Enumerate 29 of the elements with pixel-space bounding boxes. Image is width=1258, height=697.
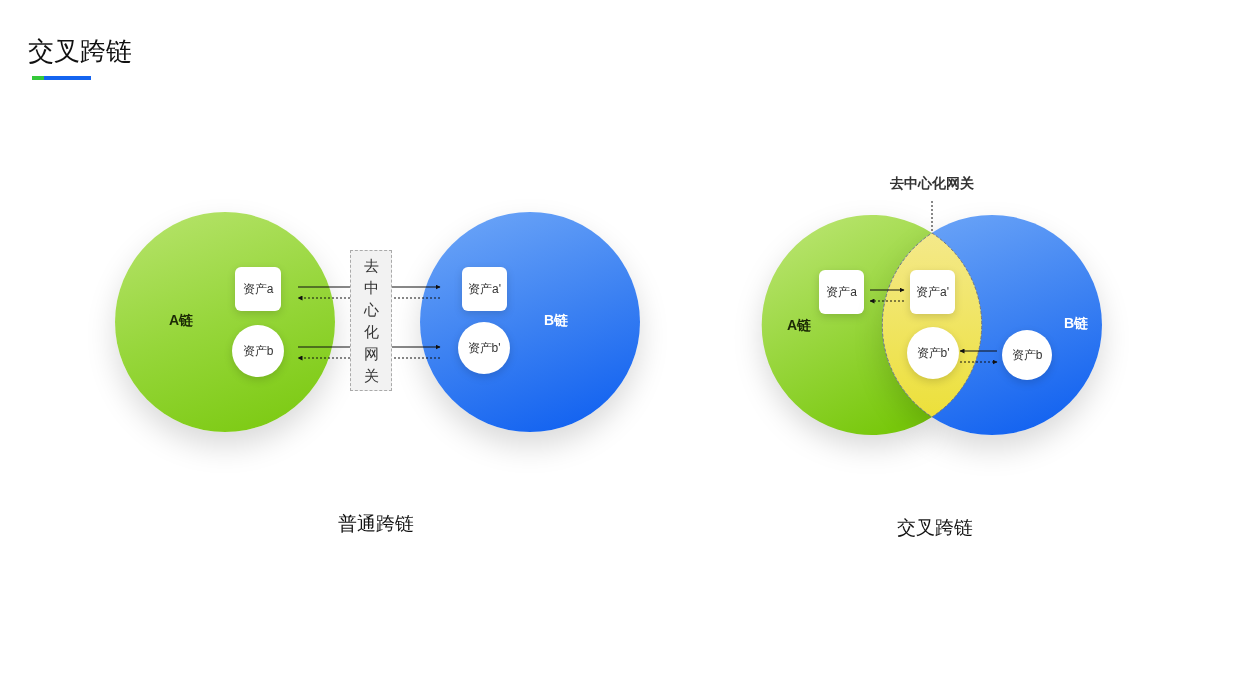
gateway-heading: 去中心化网关: [890, 175, 974, 193]
diagram-caption: 交叉跨链: [897, 516, 973, 540]
asset-box: 资产a': [910, 270, 955, 314]
asset-box: 资产a': [462, 267, 507, 311]
line: [297, 346, 351, 348]
dotted-line: [931, 200, 933, 234]
asset-circle: 资产b': [458, 322, 510, 374]
arrow: [297, 355, 351, 361]
arrow: [297, 295, 351, 301]
line: [297, 286, 351, 288]
chain-label: A链: [787, 317, 812, 335]
chain-label: B链: [1064, 315, 1089, 333]
asset-box: 资产a: [235, 267, 281, 311]
dotted-line: [391, 297, 441, 299]
asset-box: 资产a: [819, 270, 864, 314]
asset-circle: 资产b: [232, 325, 284, 377]
chain-label: A链: [169, 312, 194, 330]
page-title: 交叉跨链: [28, 35, 132, 68]
dotted-line: [391, 357, 441, 359]
gateway-box: 去中心化网关: [350, 250, 392, 391]
arrow: [959, 348, 998, 354]
asset-circle: 资产b: [1002, 330, 1052, 380]
arrow: [959, 359, 998, 365]
arrow: [869, 287, 905, 293]
arrow: [869, 298, 905, 304]
arrow: [391, 284, 441, 290]
diagram-caption: 普通跨链: [338, 512, 414, 536]
chain-label: B链: [544, 312, 569, 330]
arrow: [391, 344, 441, 350]
